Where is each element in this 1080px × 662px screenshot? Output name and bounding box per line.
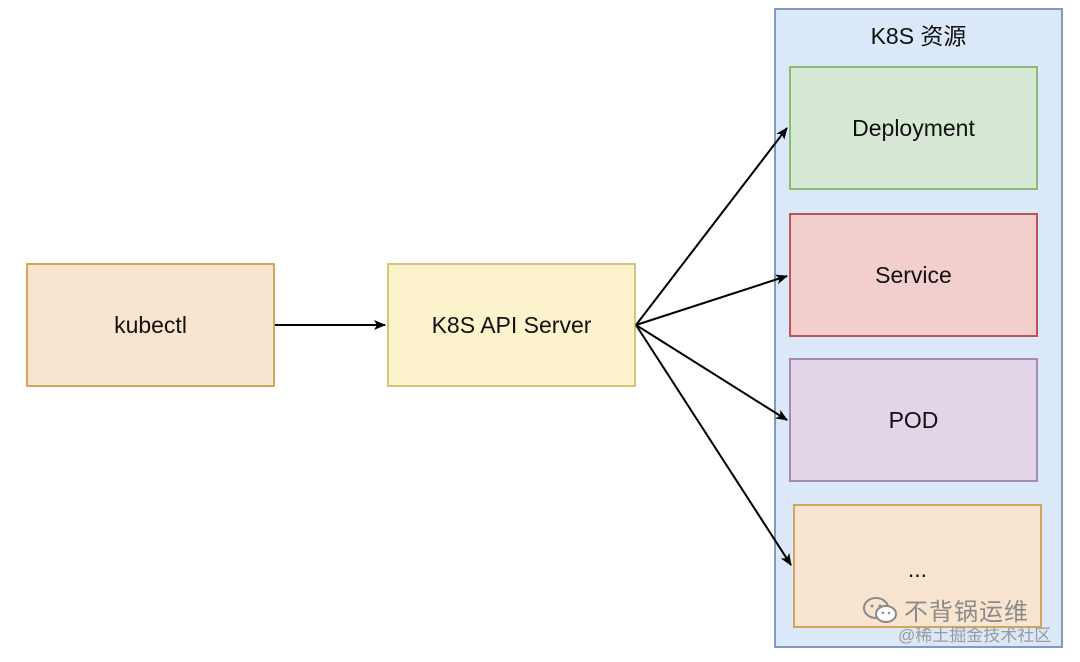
wechat-icon — [863, 596, 897, 623]
k8s-resources-title: K8S 资源 — [870, 23, 967, 49]
watermark: 不背锅运维 — [862, 592, 1029, 627]
watermark-line2: @稀土掘金技术社区 — [898, 626, 1052, 645]
arrow-api-to-pod — [635, 324, 788, 421]
watermark-line1: 不背锅运维 — [904, 599, 1029, 626]
arrow-api-to-more — [635, 324, 792, 566]
deployment-node: Deployment — [789, 66, 1038, 190]
deployment-label: Deployment — [852, 114, 975, 141]
pod-node: POD — [789, 358, 1038, 482]
api-server-label: K8S API Server — [431, 311, 592, 338]
kubectl-label: kubectl — [114, 311, 187, 338]
pod-label: POD — [888, 406, 939, 433]
service-label: Service — [875, 261, 952, 288]
more-resources-node: ... — [793, 504, 1042, 628]
api-server-node: K8S API Server — [387, 263, 636, 387]
more-label: ... — [907, 556, 928, 582]
kubectl-node: kubectl — [26, 263, 275, 387]
service-node: Service — [789, 213, 1038, 337]
arrow-api-to-service — [635, 274, 788, 326]
arrow-api-to-deployment — [635, 127, 788, 326]
